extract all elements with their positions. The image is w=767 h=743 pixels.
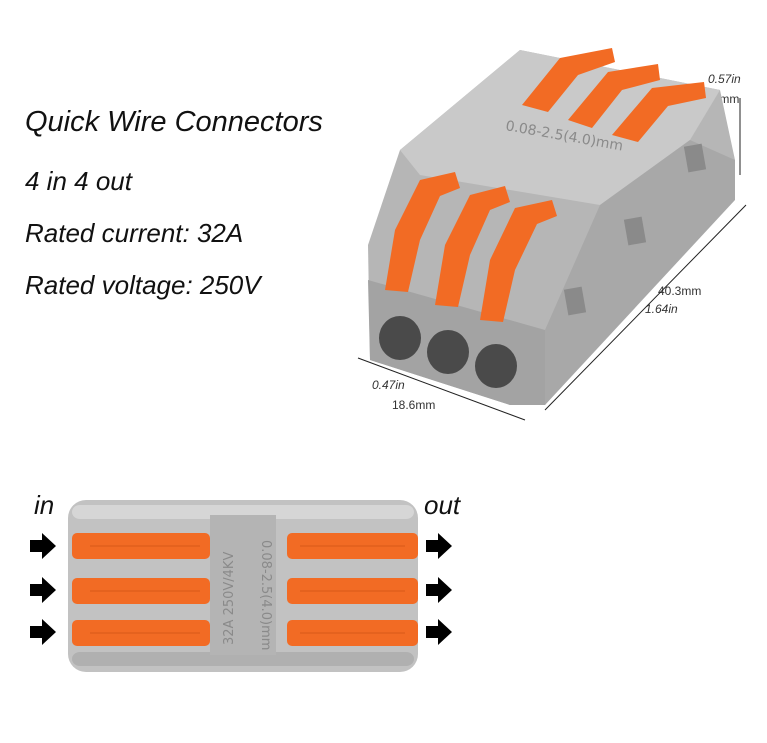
dim-length-mm: 40.3mm bbox=[658, 284, 702, 298]
dim-width-mm: 18.6mm bbox=[392, 398, 436, 412]
spec-io: 4 in 4 out bbox=[25, 166, 132, 196]
dim-width-in: 0.47in bbox=[372, 378, 405, 392]
spec-current: Rated current: 32A bbox=[25, 218, 244, 248]
lever[interactable] bbox=[612, 82, 706, 142]
dim-length-in: 1.64in bbox=[645, 302, 678, 316]
out-label: out bbox=[424, 490, 461, 520]
page-title: Quick Wire Connectors bbox=[25, 106, 323, 138]
lever[interactable] bbox=[480, 200, 557, 322]
lever[interactable] bbox=[385, 172, 460, 292]
lever[interactable] bbox=[568, 64, 660, 128]
spec-voltage: Rated voltage: 250V bbox=[25, 270, 261, 300]
lever[interactable] bbox=[522, 48, 615, 112]
dim-height-in: 0.57in bbox=[708, 72, 741, 86]
in-label: in bbox=[34, 490, 55, 520]
lever[interactable] bbox=[435, 186, 510, 307]
